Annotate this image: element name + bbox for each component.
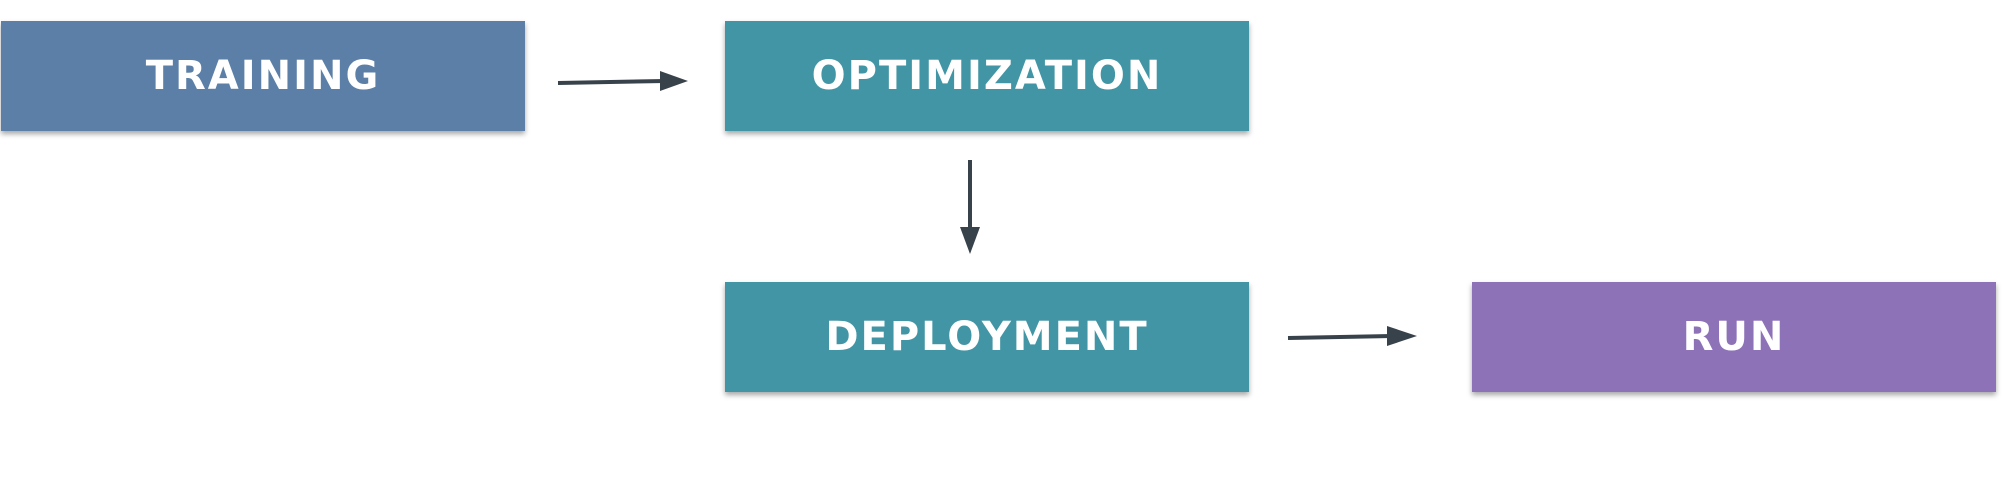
arrow-deployment-to-run — [1287, 326, 1417, 346]
run-node: RUN — [1472, 282, 1996, 392]
arrow-optimization-to-deployment — [960, 160, 980, 254]
training-node: TRAINING — [1, 21, 525, 131]
optimization-node: OPTIMIZATION — [725, 21, 1249, 131]
arrow-training-to-optimization — [557, 71, 688, 91]
deployment-node: DEPLOYMENT — [725, 282, 1249, 392]
